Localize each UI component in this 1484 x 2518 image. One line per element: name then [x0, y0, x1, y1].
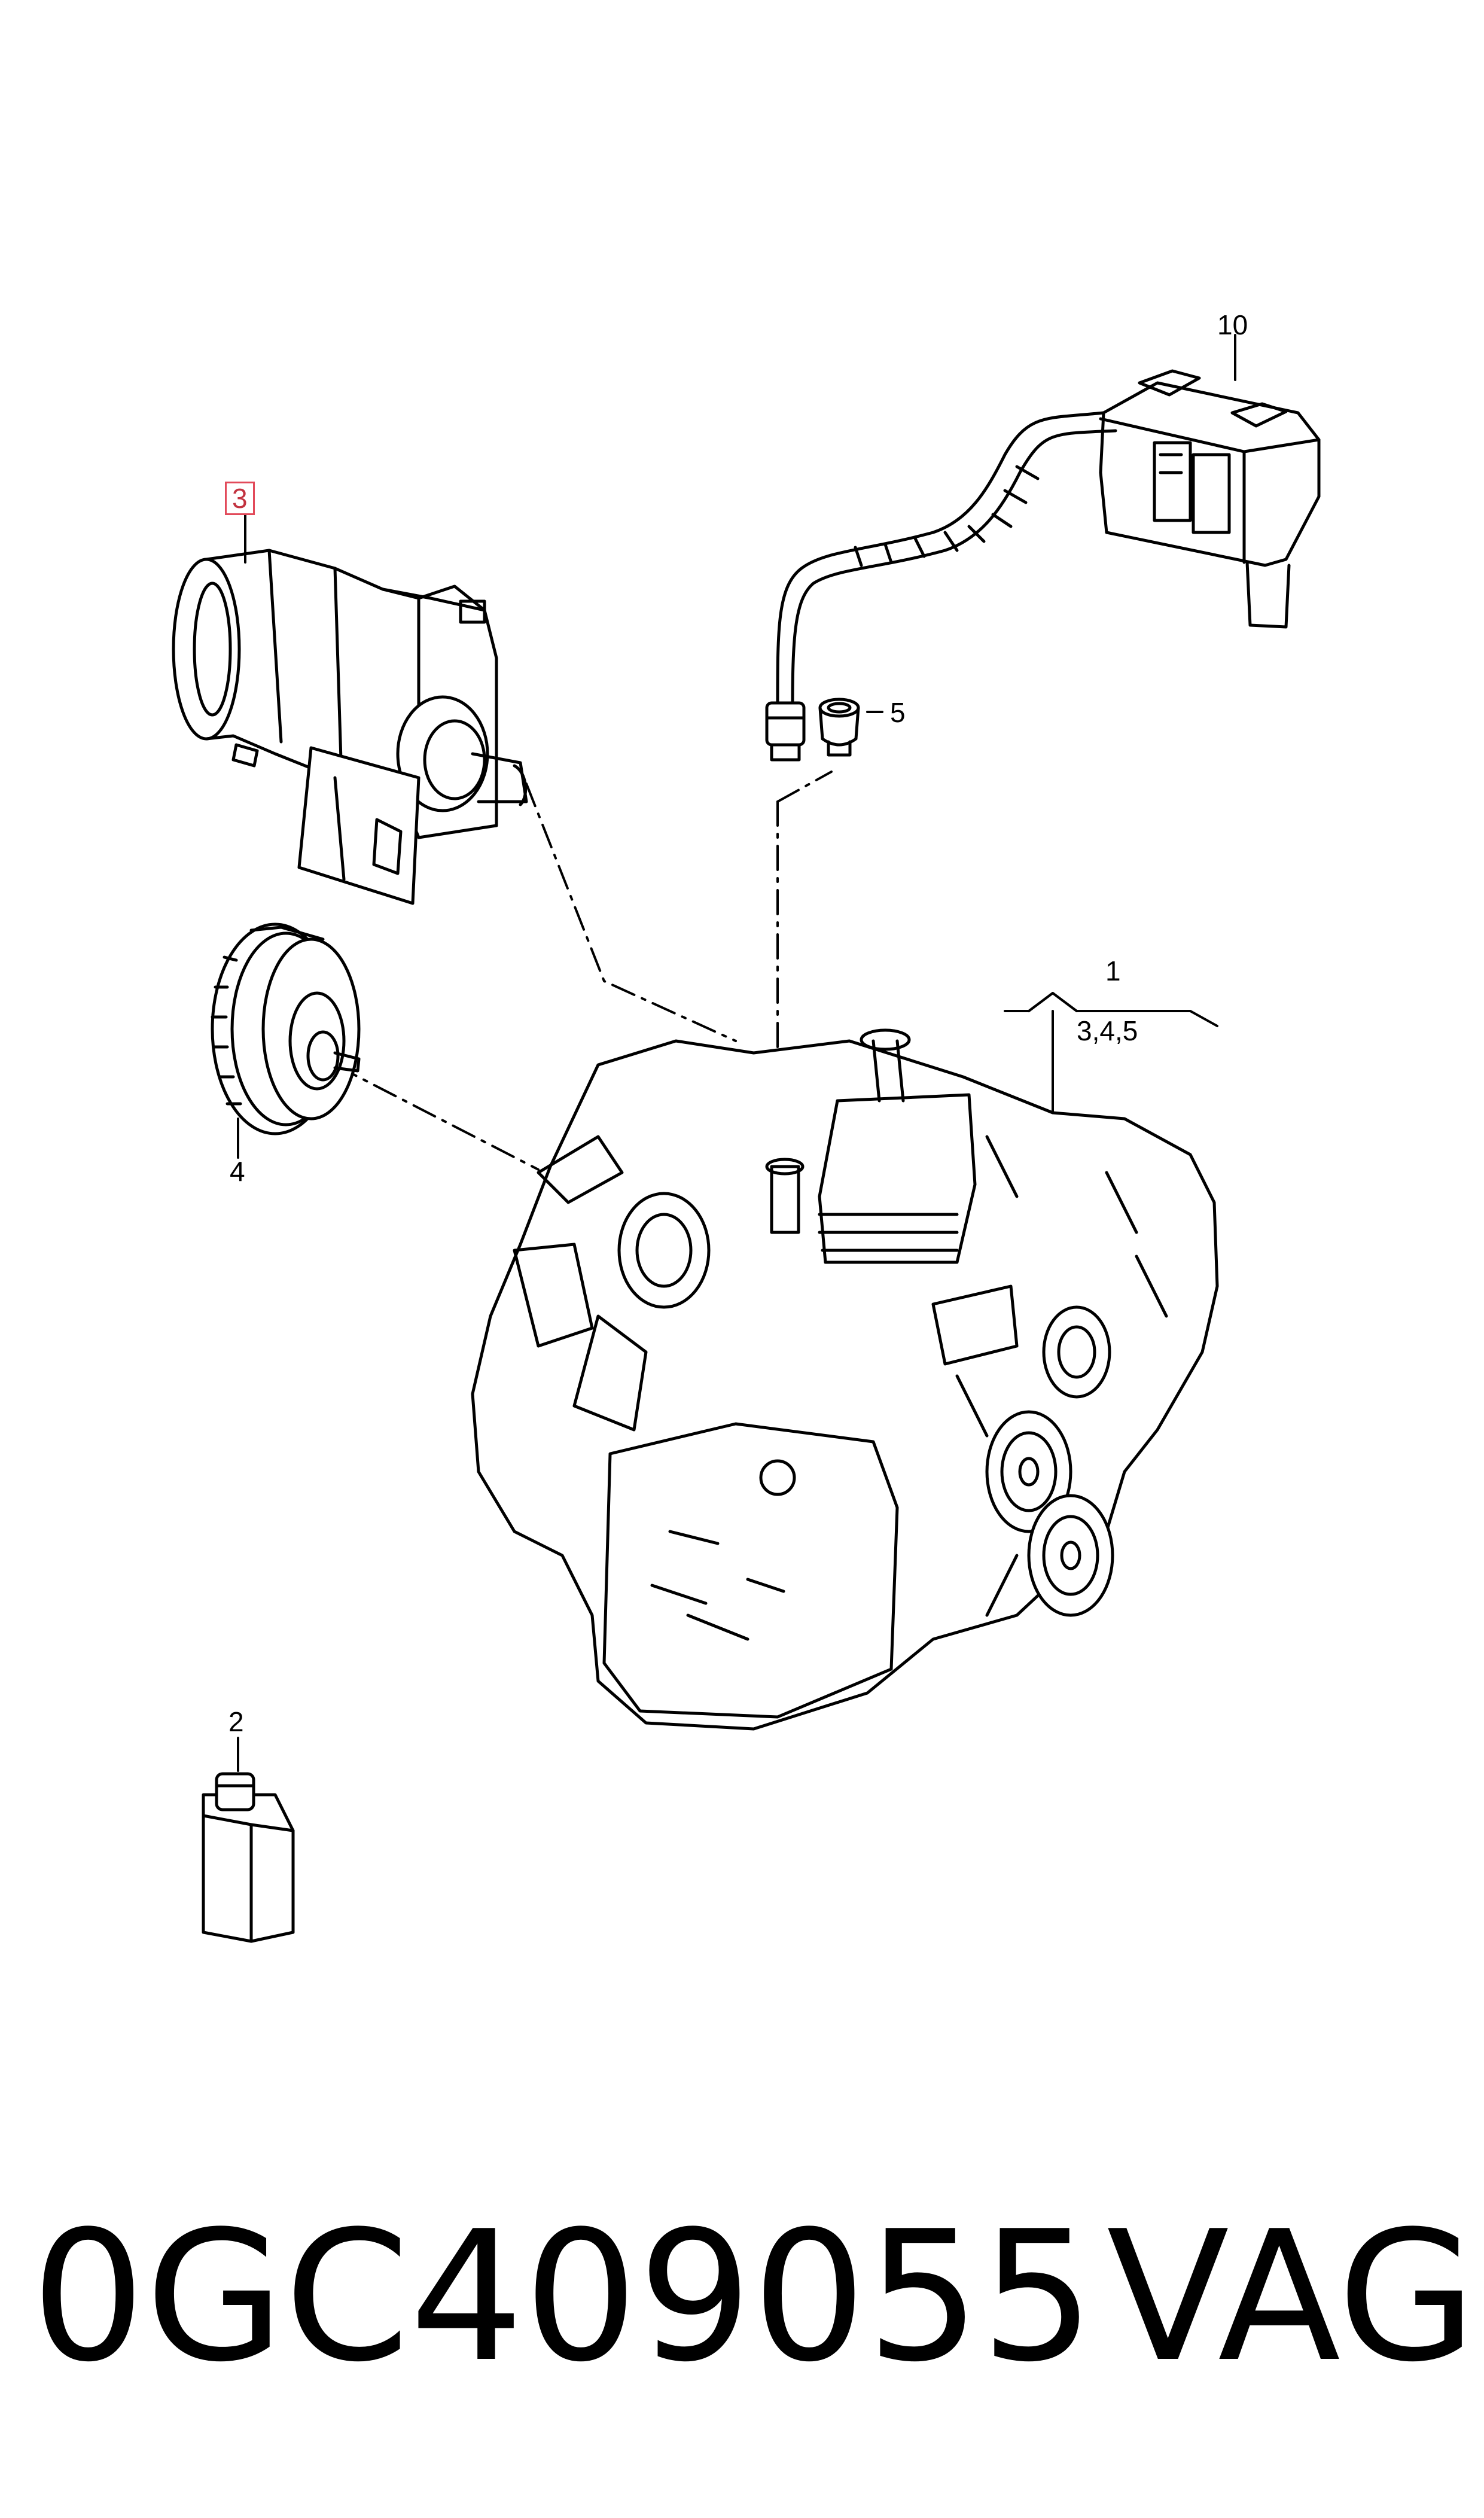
control-module-10 [765, 369, 1321, 762]
part-number: 0GC409055 [31, 2193, 1095, 2401]
plug-5 [818, 698, 860, 757]
callout-item-10: 10 [1217, 309, 1248, 340]
callout-item-5: 5 [890, 697, 906, 728]
brand-label: VAG [1107, 2193, 1477, 2401]
callout-item-3-highlighted[interactable]: 3 [225, 482, 255, 515]
callout-item-1-subparts: 3,4,5 [1077, 1015, 1138, 1046]
mechatronic-unit-3 [172, 549, 528, 905]
callout-item-1: 1 [1105, 955, 1121, 987]
gearbox-1 [471, 1028, 1219, 1731]
oil-bottle-2 [202, 1772, 295, 1943]
clutch-4 [211, 922, 361, 1135]
leader-lines [237, 334, 1236, 1772]
callout-item-4: 4 [230, 1156, 245, 1187]
callout-item-2: 2 [228, 1706, 244, 1737]
